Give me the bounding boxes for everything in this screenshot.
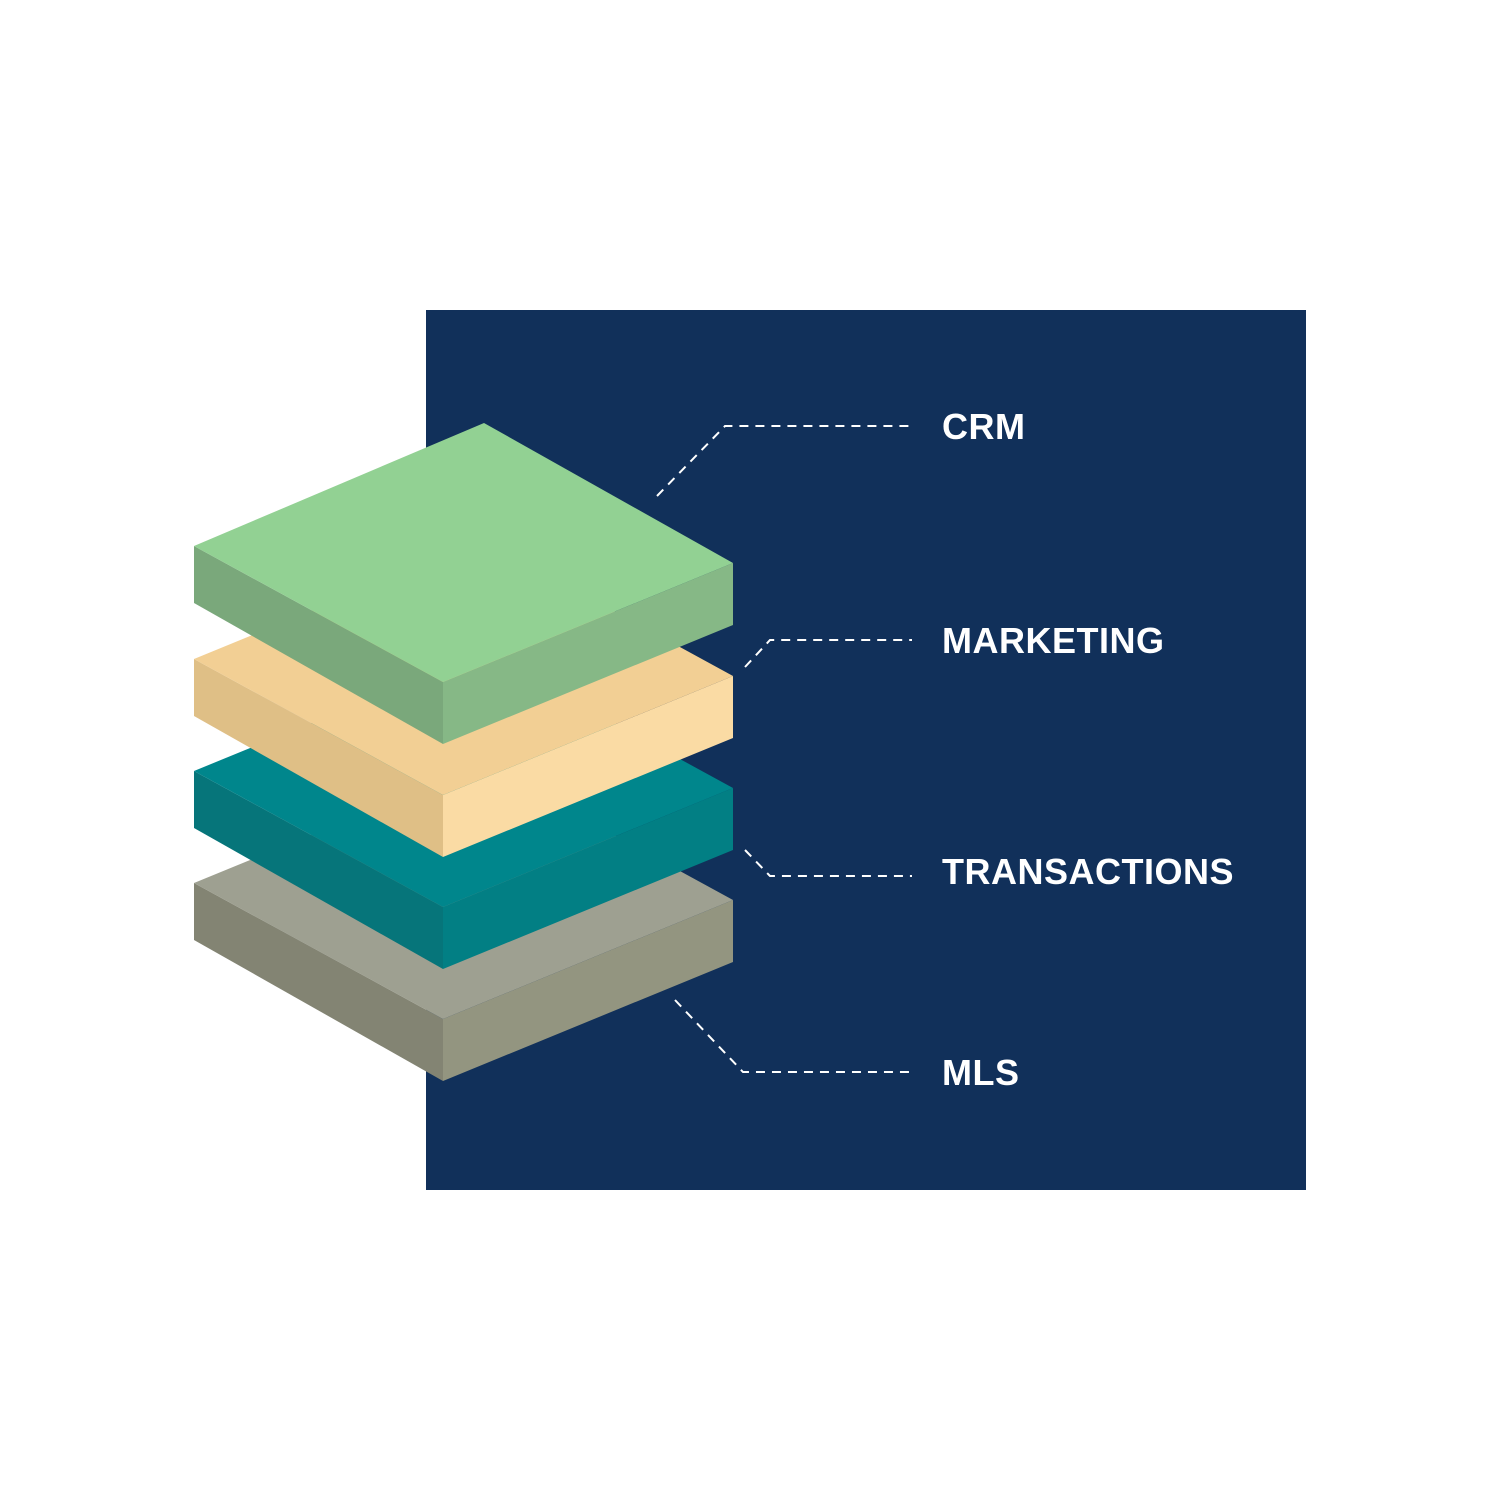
label-transactions: TRANSACTIONS	[942, 851, 1234, 892]
slab-left-face	[194, 771, 443, 969]
leader-line-transactions	[744, 849, 912, 877]
label-marketing: MARKETING	[942, 620, 1165, 661]
leader-line-marketing	[744, 639, 912, 668]
slab-crm	[194, 423, 733, 744]
leader-line-mls	[674, 999, 912, 1073]
slab-right-face	[443, 900, 733, 1081]
label-crm: CRM	[942, 406, 1025, 447]
slab-left-face	[194, 659, 443, 857]
slab-left-face	[194, 883, 443, 1081]
leader-line-crm	[656, 425, 912, 497]
slab-top-face	[194, 423, 733, 682]
label-mls: MLS	[942, 1052, 1020, 1093]
slab-left-face	[194, 546, 443, 744]
slab-right-face	[443, 563, 733, 744]
slab-right-face	[443, 788, 733, 969]
slab-right-face	[443, 676, 733, 857]
